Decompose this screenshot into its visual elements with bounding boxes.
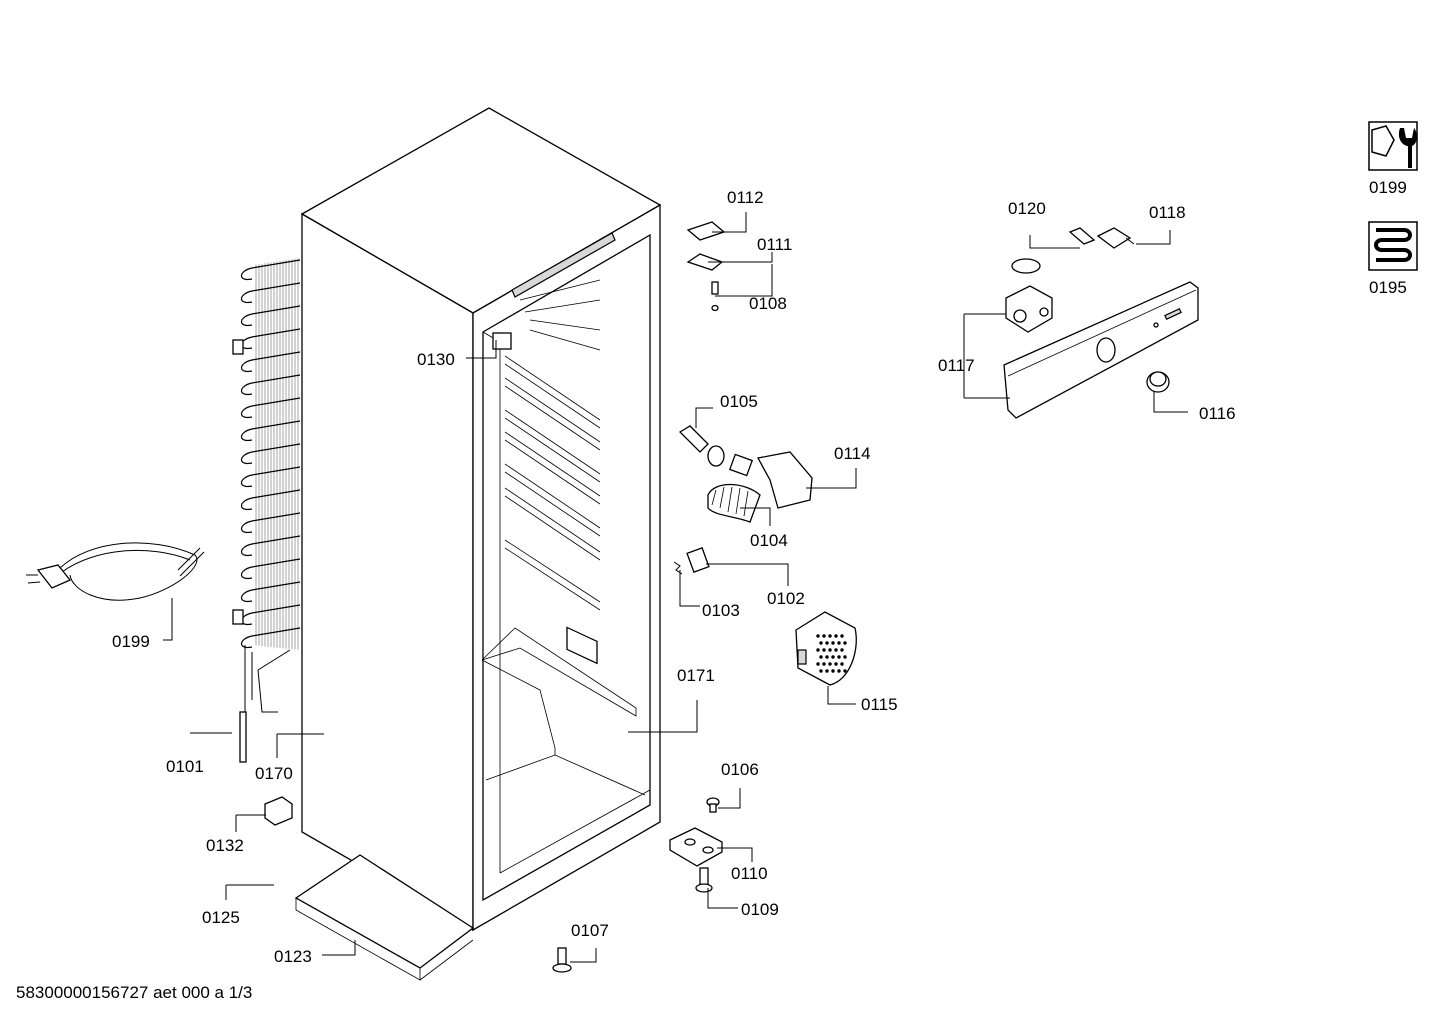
label-0103: 0103	[702, 601, 740, 620]
label-0116: 0116	[1199, 404, 1236, 423]
condenser-coil	[232, 255, 301, 763]
refrigerator-cabinet	[294, 107, 662, 981]
wrench-icon	[1368, 121, 1418, 171]
legend-tools: 0199	[1368, 121, 1418, 197]
label-0117: 0117	[938, 356, 975, 375]
legend-coil-label: 0195	[1369, 278, 1407, 297]
legend-tools-label: 0199	[1369, 178, 1407, 197]
label-0199-cable: 0199	[112, 632, 150, 651]
fan-cover	[795, 611, 857, 686]
hinge-parts	[552, 797, 723, 973]
heating-coil-icon	[1368, 221, 1418, 271]
label-0107: 0107	[571, 921, 609, 940]
label-0132: 0132	[206, 836, 244, 855]
label-0108: 0108	[749, 294, 787, 313]
label-0123: 0123	[274, 947, 312, 966]
legend-coil: 0195	[1368, 221, 1418, 297]
leader-lines	[163, 212, 1188, 963]
label-0104: 0104	[750, 531, 788, 550]
label-0130: 0130	[417, 350, 455, 369]
label-0105: 0105	[720, 392, 758, 411]
label-0120: 0120	[1008, 199, 1046, 218]
label-0118: 0118	[1149, 203, 1186, 222]
left-small-parts	[264, 796, 293, 922]
label-0114: 0114	[834, 444, 871, 463]
label-0115: 0115	[861, 695, 898, 714]
label-0171: 0171	[677, 666, 715, 685]
control-panel-assembly	[1003, 227, 1199, 419]
label-0106: 0106	[721, 760, 759, 779]
label-0125: 0125	[202, 908, 240, 927]
power-cable	[26, 542, 205, 601]
parts-top-right	[686, 221, 726, 312]
label-0101: 0101	[166, 757, 204, 776]
label-0111: 0111	[757, 235, 792, 254]
label-0102: 0102	[767, 589, 805, 608]
label-0112: 0112	[727, 188, 764, 207]
lamp-assembly	[673, 425, 813, 575]
label-0109: 0109	[741, 900, 779, 919]
document-id: 58300000156727 aet 000 a 1/3	[16, 983, 252, 1002]
label-0170: 0170	[255, 764, 293, 783]
part-labels: 0112 0111 0108 0130 0105 0114 0104 0102 …	[112, 188, 1236, 966]
label-0110: 0110	[731, 864, 768, 883]
